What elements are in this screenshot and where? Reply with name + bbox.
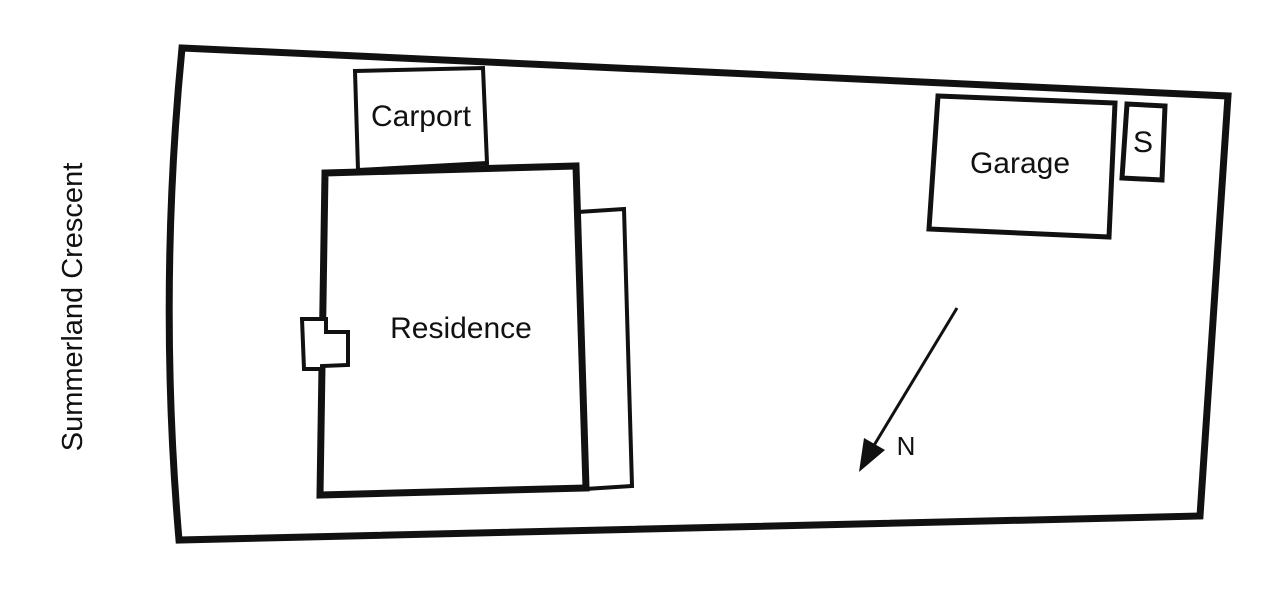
residence-outline <box>316 162 590 499</box>
north-arrow-icon <box>859 307 959 472</box>
garage-outline <box>926 93 1118 240</box>
street-label: Summerland Crescent <box>57 163 89 452</box>
residence-label: Residence <box>390 312 532 345</box>
north-label: N <box>897 431 916 461</box>
property-boundary <box>165 44 1232 544</box>
carport-outline <box>352 65 490 173</box>
shed-label: S <box>1133 126 1153 159</box>
carport-label: Carport <box>371 100 472 133</box>
porch-outline <box>299 317 350 371</box>
shed-outline <box>1119 101 1168 183</box>
garage-label: Garage <box>970 147 1070 180</box>
